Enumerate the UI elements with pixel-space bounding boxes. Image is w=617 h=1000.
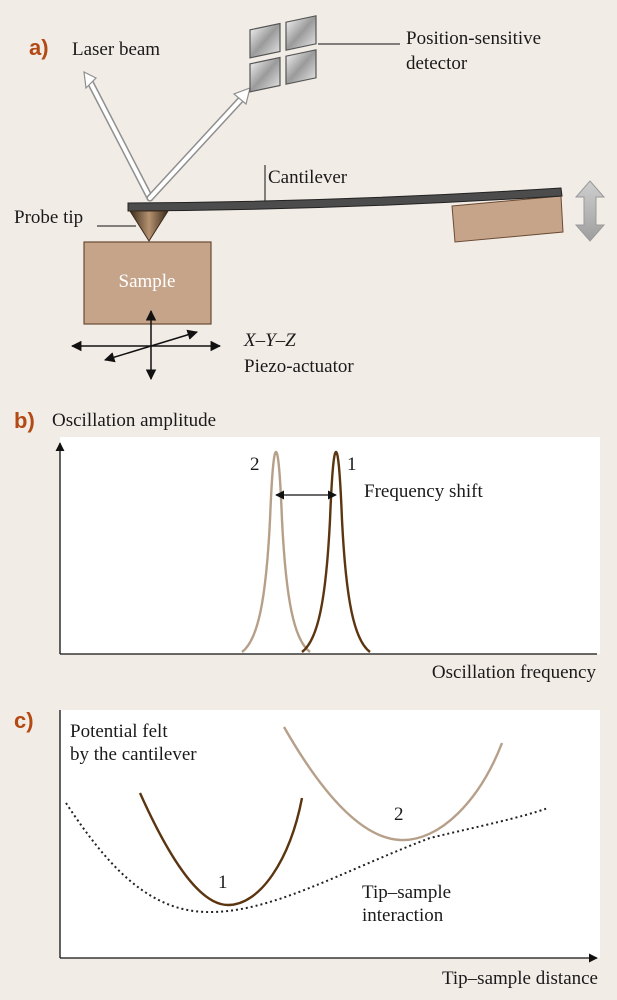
detector-label-line2: detector	[406, 53, 468, 74]
sample-holder-block	[451, 195, 564, 243]
probe-tip-label: Probe tip	[14, 207, 83, 228]
actuator-label-line2: Piezo-actuator	[244, 356, 354, 377]
panel-b-ylabel: Oscillation amplitude	[52, 410, 216, 431]
resonance-peak-1	[301, 450, 371, 653]
probe-tip	[129, 210, 169, 242]
laser-beam-incoming	[83, 70, 154, 202]
resonance-peak-2	[241, 450, 311, 653]
panel-c-title-line2: by the cantilever	[70, 744, 197, 765]
panel-b-xlabel: Oscillation frequency	[432, 662, 597, 683]
panel-b-label: b)	[14, 408, 35, 433]
panel-c: c) Potential felt by the cantilever 1 2 …	[14, 708, 600, 989]
interaction-label-line1: Tip–sample	[362, 882, 451, 903]
panel-b-plot-area	[60, 437, 600, 654]
cantilever-beam	[127, 187, 563, 212]
panel-a: a) Laser beam Position-sensitive detecto…	[14, 15, 606, 381]
peak-1-label: 1	[347, 454, 357, 475]
detector-label-line1: Position-sensitive	[406, 28, 541, 49]
laser-beam-reflected	[146, 87, 251, 202]
well-1-label: 1	[218, 872, 228, 893]
well-2-label: 2	[394, 804, 404, 825]
laser-beam-label: Laser beam	[72, 39, 160, 60]
peak-2-label: 2	[250, 454, 260, 475]
sample-block	[83, 241, 212, 325]
panel-c-xlabel: Tip–sample distance	[442, 968, 598, 989]
potential-well-2	[282, 726, 504, 842]
actuator-label-line1: X–Y–Z	[243, 330, 296, 351]
tip-sample-interaction-curve	[65, 802, 549, 914]
sample-label: Sample	[119, 271, 176, 292]
panel-b: b) Oscillation amplitude 2 1 Frequency s…	[14, 408, 600, 683]
panel-c-label: c)	[14, 708, 34, 733]
potential-well-1	[138, 792, 304, 907]
panel-c-plot-area	[60, 710, 600, 958]
frequency-shift-label: Frequency shift	[364, 481, 483, 502]
panel-c-title-line1: Potential felt	[70, 721, 168, 742]
double-arrow-icon	[574, 180, 606, 242]
axes-icon	[70, 309, 222, 381]
cantilever-label: Cantilever	[268, 167, 348, 188]
interaction-label-line2: interaction	[362, 905, 444, 926]
detector-quadrants-icon	[249, 15, 317, 93]
panel-a-label: a)	[29, 35, 49, 60]
